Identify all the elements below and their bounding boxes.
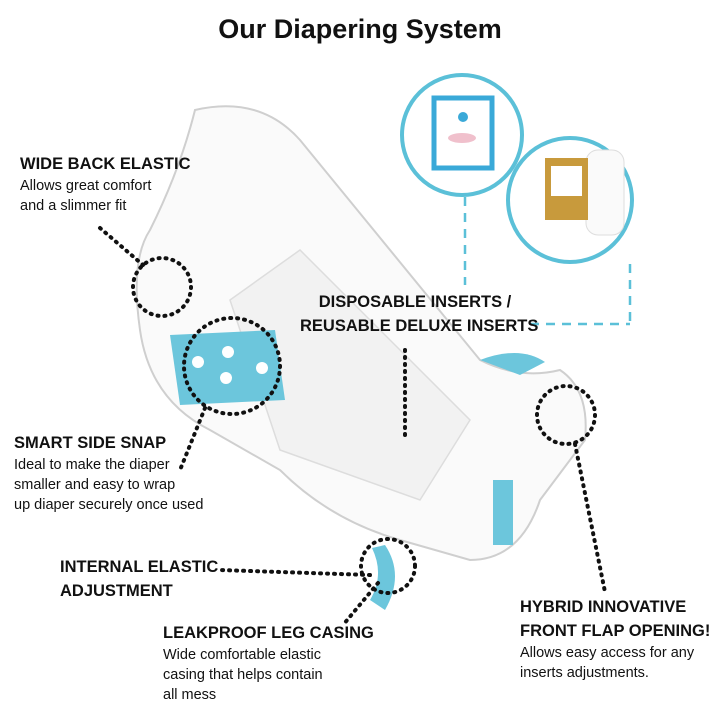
callout-desc: all mess	[163, 687, 217, 703]
callout-heading: LEAKPROOF LEG CASING	[163, 624, 374, 642]
callout-heading: WIDE BACK ELASTIC	[20, 155, 191, 173]
callout-heading: SMART SIDE SNAP	[14, 434, 167, 452]
callout-internal-elastic: INTERNAL ELASTIC ADJUSTMENT	[60, 555, 218, 603]
page-title: Our Diapering System	[218, 14, 502, 44]
callout-inserts: DISPOSABLE INSERTS / REUSABLE DELUXE INS…	[300, 290, 539, 338]
reusable-insert-circle	[506, 136, 634, 264]
callout-desc: and a slimmer fit	[20, 198, 127, 214]
callout-back-elastic: WIDE BACK ELASTIC Allows great comfort a…	[20, 152, 191, 216]
callout-desc: Allows great comfort	[20, 178, 152, 194]
callout-desc: casing that helps contain	[163, 667, 323, 683]
reusable-insert-package	[545, 149, 625, 236]
callout-desc: smaller and easy to wrap	[14, 477, 176, 493]
callout-heading: FRONT FLAP OPENING!	[520, 622, 711, 640]
disposable-insert-circle	[400, 73, 524, 197]
callout-heading: ADJUSTMENT	[60, 582, 173, 600]
callout-heading: REUSABLE DELUXE INSERTS	[300, 317, 539, 335]
callout-desc: Ideal to make the diaper	[14, 457, 170, 473]
callout-side-snap: SMART SIDE SNAP Ideal to make the diaper…	[14, 431, 203, 515]
callout-desc: Allows easy access for any	[520, 645, 695, 661]
back-elastic-marker	[131, 256, 193, 318]
callout-desc: Wide comfortable elastic	[163, 647, 321, 663]
callout-heading: HYBRID INNOVATIVE	[520, 598, 687, 616]
front-flap-marker	[535, 384, 597, 446]
callout-heading: INTERNAL ELASTIC	[60, 558, 219, 576]
callout-heading: DISPOSABLE INSERTS /	[318, 293, 512, 311]
callout-leg-casing: LEAKPROOF LEG CASING Wide comfortable el…	[163, 621, 374, 705]
callout-front-flap: HYBRID INNOVATIVE FRONT FLAP OPENING! Al…	[520, 595, 710, 683]
side-snap-marker	[182, 316, 282, 416]
disposable-insert-package	[431, 95, 495, 171]
brand-label	[493, 480, 513, 545]
leg-casing-marker	[359, 537, 417, 595]
callout-desc: inserts adjustments.	[520, 665, 649, 681]
diaper-illustration	[135, 105, 587, 610]
callout-desc: up diaper securely once used	[14, 497, 204, 513]
side-snap-tab	[170, 330, 285, 405]
